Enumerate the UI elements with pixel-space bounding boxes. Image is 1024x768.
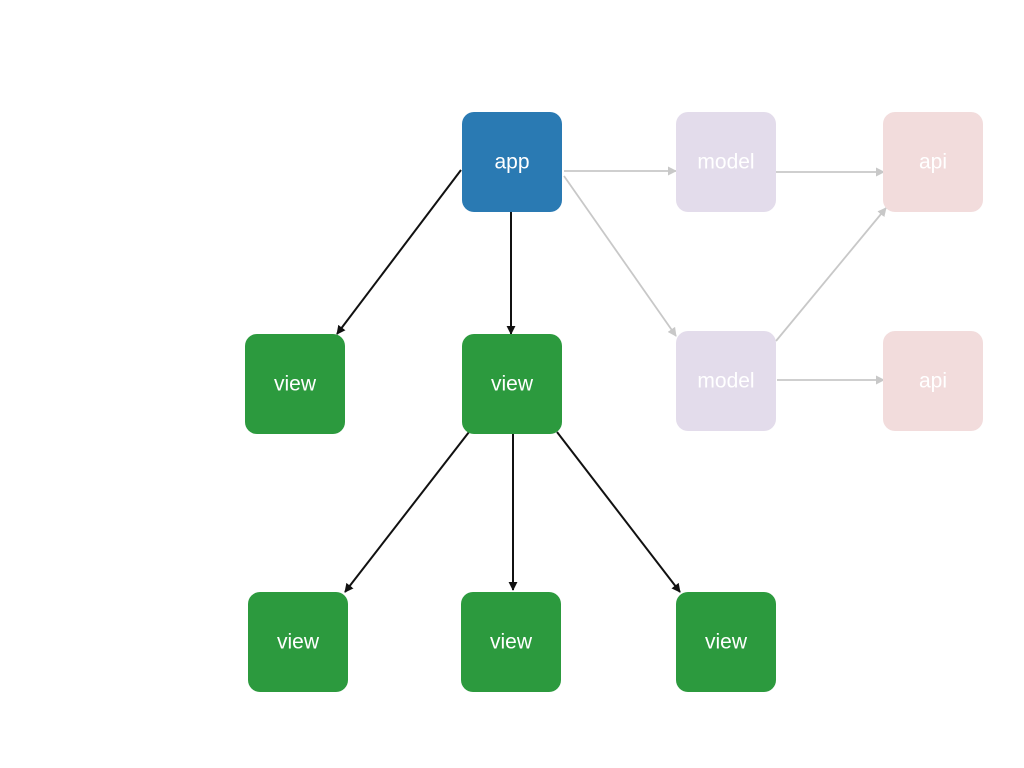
node-box-view: [245, 334, 345, 434]
node-model-1: model: [676, 112, 776, 212]
node-label: api: [919, 370, 947, 393]
edges-layer: [336, 166, 887, 593]
node-view-center: view: [462, 334, 562, 434]
node-label: model: [697, 370, 754, 393]
node-box-api: [883, 112, 983, 212]
node-box-view: [248, 592, 348, 692]
edge-model-2-to-api-1: [775, 207, 887, 342]
node-view-bottom-right: view: [676, 592, 776, 692]
node-label: model: [697, 151, 754, 174]
node-label: view: [491, 373, 534, 396]
node-model-2: model: [676, 331, 776, 431]
node-box-app: [462, 112, 562, 212]
node-api-2: api: [883, 331, 983, 431]
node-box-view: [461, 592, 561, 692]
node-label: view: [274, 373, 317, 396]
edge-app-to-view-left: [336, 169, 462, 335]
nodes-layer: app model api view view model api view view view: [245, 112, 983, 692]
node-api-1: api: [883, 112, 983, 212]
edge-view-center-to-view-bottom-right: [556, 431, 681, 593]
node-label: app: [494, 151, 529, 174]
node-box-model: [676, 112, 776, 212]
node-label: api: [919, 151, 947, 174]
edge-view-center-to-view-bottom-left: [344, 431, 470, 593]
node-label: view: [277, 631, 320, 654]
node-label: view: [705, 631, 748, 654]
node-app: app: [462, 112, 562, 212]
edge-app-to-model-2: [563, 175, 677, 337]
node-box-model: [676, 331, 776, 431]
node-view-left: view: [245, 334, 345, 434]
node-view-bottom-left: view: [248, 592, 348, 692]
node-view-bottom-center: view: [461, 592, 561, 692]
node-box-api: [883, 331, 983, 431]
node-label: view: [490, 631, 533, 654]
node-box-view: [462, 334, 562, 434]
node-box-view: [676, 592, 776, 692]
